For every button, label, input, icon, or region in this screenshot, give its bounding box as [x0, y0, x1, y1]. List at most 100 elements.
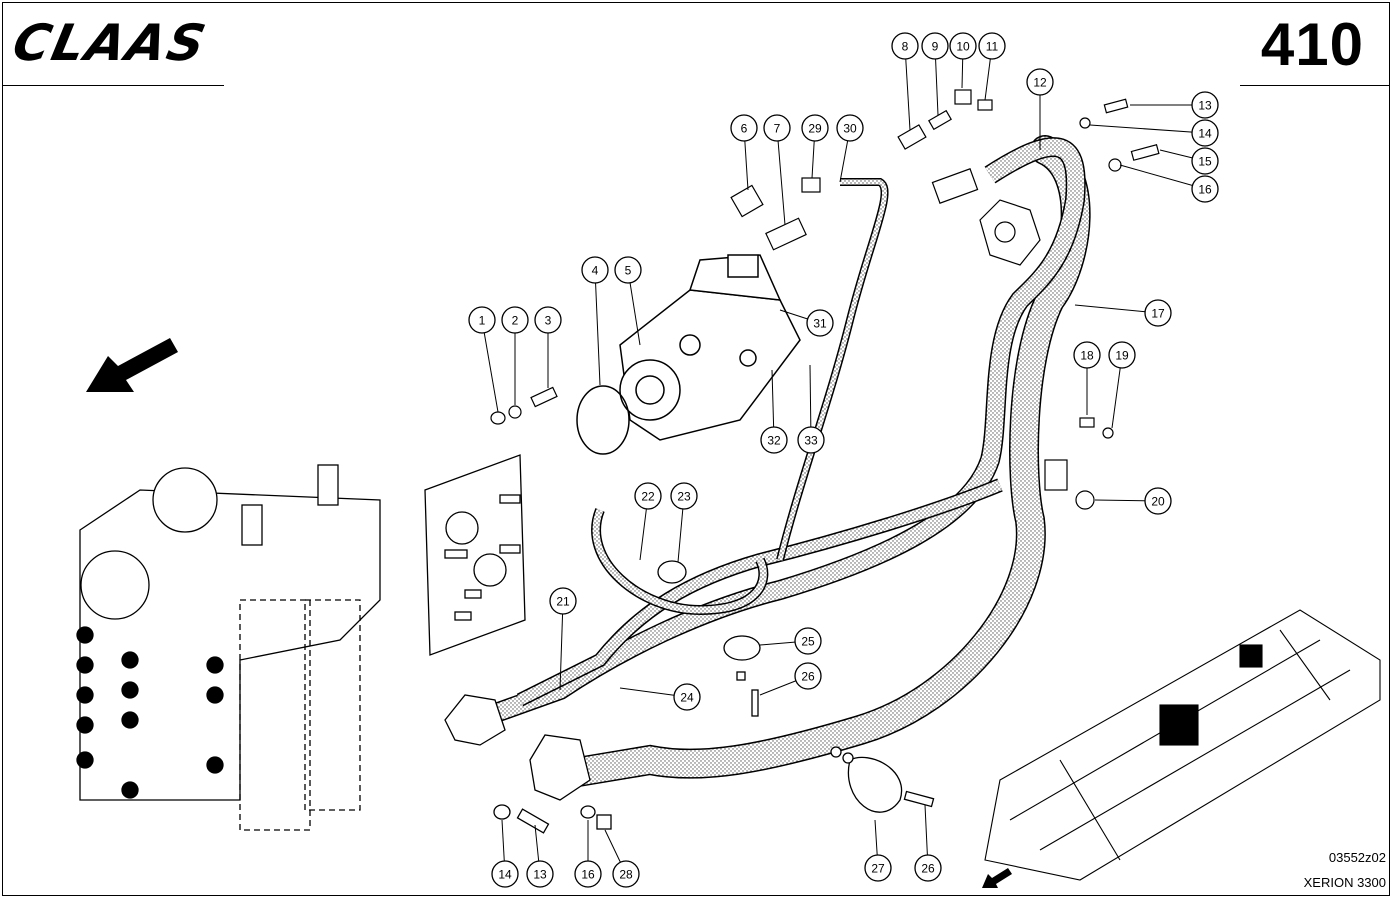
- callout-29: 29: [801, 114, 829, 142]
- callout-circle: [534, 306, 562, 334]
- callout-circle: [634, 482, 662, 510]
- callout-number: 22: [641, 490, 655, 504]
- hose-22: [591, 508, 769, 616]
- leader-c17: [1074, 304, 1159, 314]
- model-name: XERION 3300: [1303, 875, 1386, 890]
- callout-circle: [794, 627, 822, 655]
- callout-circle: [1144, 487, 1172, 515]
- callout-31: 31: [806, 309, 834, 337]
- drawing-code: 03552z02: [1328, 850, 1386, 865]
- callout-circle: [914, 854, 942, 882]
- callout-number: 21: [556, 595, 570, 609]
- callout-number: 18: [1080, 349, 1094, 363]
- leader-c14a: [1089, 124, 1206, 134]
- callout-circle: [864, 854, 892, 882]
- callout-number: 7: [774, 122, 781, 136]
- callout-circle: [526, 860, 554, 888]
- callout-number: 17: [1151, 307, 1165, 321]
- callout-circle: [1191, 91, 1219, 119]
- callout-circle: [921, 32, 949, 60]
- callout-8: 8: [891, 32, 919, 60]
- callout-26: 26: [794, 662, 822, 690]
- callout-number: 12: [1033, 76, 1047, 90]
- callout-22: 22: [634, 482, 662, 510]
- callout-number: 26: [921, 862, 935, 876]
- callout-1: 1: [468, 306, 496, 334]
- callout-circle: [730, 114, 758, 142]
- callout-14: 14: [491, 860, 519, 888]
- callout-10: 10: [949, 32, 977, 60]
- callout-number: 10: [956, 40, 970, 54]
- callout-circle: [549, 587, 577, 615]
- callout-circle: [794, 662, 822, 690]
- callout-number: 8: [902, 40, 909, 54]
- callout-17: 17: [1144, 299, 1172, 327]
- callout-number: 1: [479, 314, 486, 328]
- callout-11: 11: [978, 32, 1006, 60]
- callout-number: 19: [1115, 349, 1129, 363]
- callout-circle: [614, 256, 642, 284]
- callout-circle: [673, 683, 701, 711]
- callout-5: 5: [614, 256, 642, 284]
- callout-number: 23: [677, 490, 691, 504]
- callout-number: 27: [871, 862, 885, 876]
- callout-number: 16: [581, 868, 595, 882]
- callout-3: 3: [534, 306, 562, 334]
- callout-number: 15: [1198, 155, 1212, 169]
- callout-circle: [581, 256, 609, 284]
- callout-30: 30: [836, 114, 864, 142]
- callout-number: 28: [619, 868, 633, 882]
- header-rule-right: [1240, 85, 1390, 86]
- leader-c21: [559, 600, 564, 691]
- callout-circle: [760, 426, 788, 454]
- callout-26: 26: [914, 854, 942, 882]
- callout-circle: [1073, 341, 1101, 369]
- callout-number: 24: [680, 691, 694, 705]
- callout-16: 16: [574, 860, 602, 888]
- callout-21: 21: [549, 587, 577, 615]
- callout-4: 4: [581, 256, 609, 284]
- callout-circle: [836, 114, 864, 142]
- callout-number: 20: [1151, 495, 1165, 509]
- callout-circle: [1144, 299, 1172, 327]
- hydraulic-pump: [619, 254, 801, 441]
- callout-15: 15: [1191, 147, 1219, 175]
- callout-circle: [1191, 119, 1219, 147]
- callout-number: 26: [801, 670, 815, 684]
- callout-number: 3: [545, 314, 552, 328]
- callout-circle: [949, 32, 977, 60]
- callout-number: 2: [512, 314, 519, 328]
- callout-24: 24: [673, 683, 701, 711]
- callout-16: 16: [1191, 175, 1219, 203]
- callout-number: 25: [801, 635, 815, 649]
- callout-33: 33: [797, 426, 825, 454]
- callout-circle: [574, 860, 602, 888]
- callout-18: 18: [1073, 341, 1101, 369]
- callout-number: 14: [498, 868, 512, 882]
- callout-number: 13: [533, 868, 547, 882]
- callout-27: 27: [864, 854, 892, 882]
- leader-c8: [904, 45, 911, 131]
- callout-6: 6: [730, 114, 758, 142]
- callout-circle: [806, 309, 834, 337]
- callout-circle: [1026, 68, 1054, 96]
- callout-19: 19: [1108, 341, 1136, 369]
- hose-clamps: [657, 560, 935, 813]
- callout-number: 5: [625, 264, 632, 278]
- callout-circle: [491, 860, 519, 888]
- adapter-plate: [424, 454, 526, 656]
- callout-circle: [763, 114, 791, 142]
- callout-number: 9: [932, 40, 939, 54]
- direction-arrow-small-icon: [982, 868, 1012, 888]
- callout-number: 11: [986, 40, 999, 54]
- o-ring: [576, 385, 630, 455]
- callout-28: 28: [612, 860, 640, 888]
- callout-circle: [891, 32, 919, 60]
- pipe-30: [776, 178, 889, 561]
- callout-circle: [978, 32, 1006, 60]
- leader-c1: [481, 319, 499, 413]
- page-number: 410: [1260, 11, 1364, 78]
